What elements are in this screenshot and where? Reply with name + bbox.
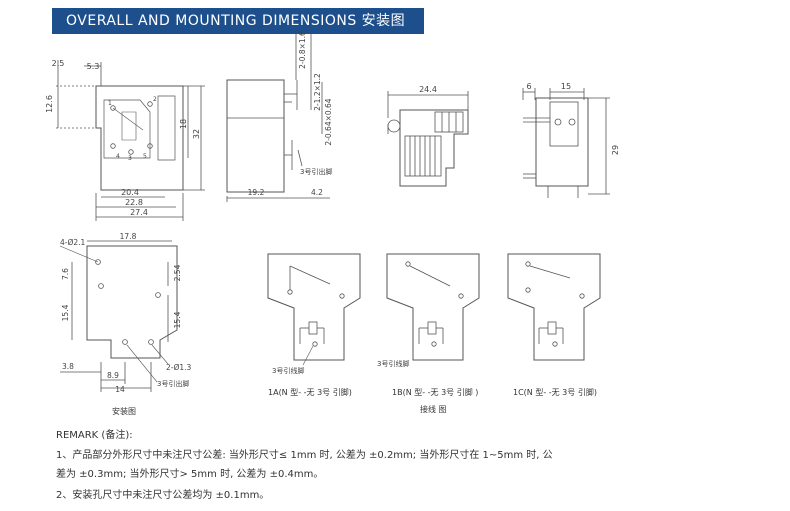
- front-dim-2-5: 2.5: [52, 59, 65, 68]
- remark-line-1: 1、产品部分外形尺寸中未注尺寸公差: 当外形尺寸≤ 1mm 时, 公差为 ±0.…: [56, 450, 553, 461]
- front-dim-5-3: 5.3: [87, 62, 100, 71]
- mount-lead-3-label: 3号引出脚: [157, 379, 189, 388]
- front-dim-32: 32: [192, 129, 201, 139]
- mount-dim-holes-2: 2-Ø1.3: [166, 363, 192, 372]
- front-pin-2: 2: [153, 96, 157, 103]
- mount-dim-14: 14: [115, 385, 125, 394]
- side-view-labels: 2-0.8×1.6 2-1.2×1.2 2-0.64×0.64 3号引出脚 19…: [248, 31, 333, 197]
- wiring-1a-caption: 1A(N 型- -无 3号 引脚): [268, 388, 352, 397]
- front-pin-4: 4: [116, 153, 120, 160]
- front-dim-12-6: 12.6: [45, 95, 54, 113]
- right-dim-15: 15: [561, 82, 571, 91]
- top-view: [387, 91, 469, 187]
- wiring-group-caption: 接线 图: [420, 405, 447, 414]
- front-pin-3: 3: [128, 155, 132, 162]
- mount-dim-8-9: 8.9: [107, 371, 119, 380]
- wiring-1b-caption: 1B(N 型- -无 3号 引脚 ): [392, 388, 479, 397]
- mount-dim-7-6: 7.6: [61, 268, 70, 280]
- side-dim-19-2: 19.2: [248, 188, 265, 197]
- front-dim-18: 18: [179, 119, 188, 129]
- remark-line-3: 2、安装孔尺寸中未注尺寸公差均为 ±0.1mm。: [56, 490, 270, 501]
- front-dim-27-4: 27.4: [130, 208, 148, 217]
- section-title: OVERALL AND MOUNTING DIMENSIONS 安装图: [66, 13, 406, 29]
- remark-title: REMARK (备注):: [56, 430, 133, 441]
- right-dim-29: 29: [611, 145, 620, 155]
- side-view: [226, 34, 330, 202]
- right-view: [522, 88, 610, 198]
- wiring-1a: [267, 253, 361, 366]
- wiring-1b: [386, 253, 480, 361]
- right-dim-6: 6: [526, 82, 531, 91]
- wiring-1a-lead-label: 3号引线脚: [272, 366, 304, 375]
- front-pin-5: 5: [143, 153, 147, 160]
- mount-dim-holes-4: 4-Ø2.1: [60, 238, 86, 247]
- mount-dim-17-8: 17.8: [120, 232, 137, 241]
- right-view-labels: 6 15 29: [526, 82, 620, 155]
- mount-dim-2-54: 2.54: [173, 264, 182, 281]
- top-view-labels: 24.4: [419, 85, 437, 94]
- front-pin-1: 1: [108, 100, 112, 107]
- wiring-1c: [507, 253, 601, 361]
- wiring-labels: 3号引线脚 3号引线脚: [272, 359, 409, 375]
- mount-dim-15-4-right: 15.4: [173, 311, 182, 328]
- front-view-labels: 2.5 5.3 12.6 18 32 20.4 22.8 27.4 1 2 4 …: [45, 59, 201, 217]
- mounting-view: [59, 240, 178, 392]
- side-dim-4-2: 4.2: [311, 188, 323, 197]
- wiring-1b-lead-label: 3号引线脚: [377, 359, 409, 368]
- front-view: [56, 60, 205, 221]
- side-dim-pin-size-2: 2-1.2×1.2: [313, 73, 322, 111]
- top-dim-24-4: 24.4: [419, 85, 437, 94]
- mounting-caption: 安装图: [112, 407, 136, 416]
- side-dim-pin-size-1: 2-0.8×1.6: [298, 31, 307, 69]
- side-dim-pin-size-3: 2-0.64×0.64: [324, 98, 333, 145]
- section-title-banner: OVERALL AND MOUNTING DIMENSIONS 安装图: [52, 8, 424, 34]
- mounting-view-labels: 4-Ø2.1 17.8 7.6 2.54 15.4 15.4 3.8 8.9 1…: [60, 232, 192, 394]
- side-lead-3-label: 3号引出脚: [300, 167, 332, 176]
- remark-line-2: 差为 ±0.3mm; 当外形尺寸> 5mm 时, 公差为 ±0.4mm。: [56, 469, 324, 480]
- wiring-1c-caption: 1C(N 型- -无 3号 引脚): [513, 388, 597, 397]
- mount-dim-15-4-left: 15.4: [61, 304, 70, 321]
- front-dim-22-8: 22.8: [125, 198, 143, 207]
- mount-dim-3-8: 3.8: [62, 362, 74, 371]
- front-dim-20-4: 20.4: [121, 188, 139, 197]
